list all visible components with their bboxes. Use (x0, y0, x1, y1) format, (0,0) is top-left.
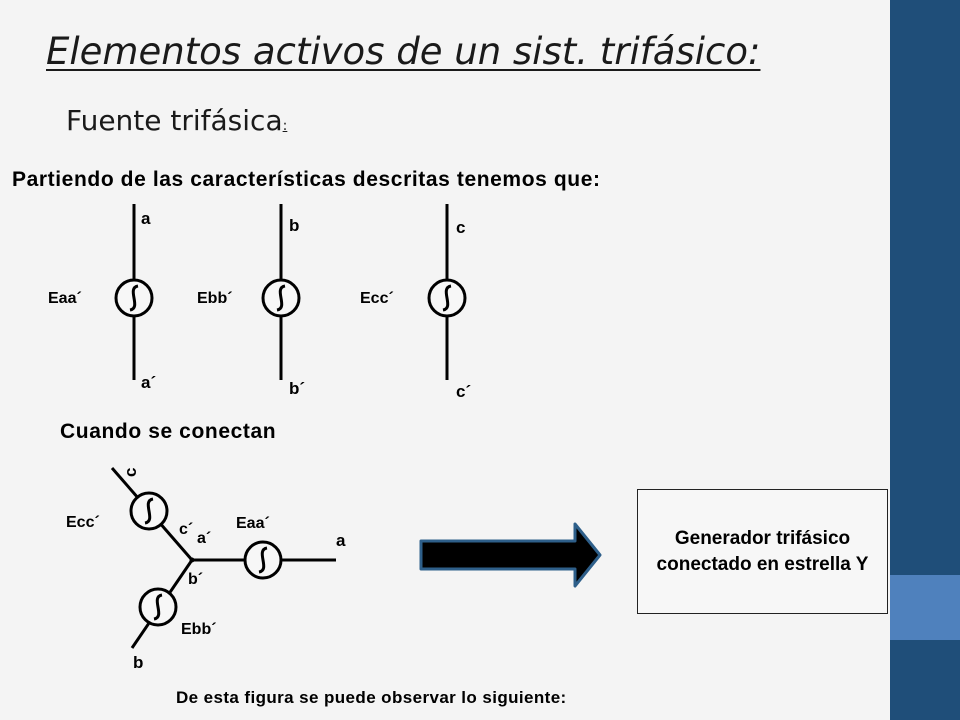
subtitle-text: Fuente trifásica (66, 104, 283, 137)
star-b-prime-label: b´ (188, 571, 203, 588)
star-ecc-label: Ecc´ (66, 514, 100, 531)
ac-source-icon (129, 491, 169, 531)
neutral-point (189, 557, 195, 563)
result-box-text: Generador trifásico conectado en estrell… (656, 527, 869, 575)
ac-source-icon (243, 540, 283, 580)
star-a-label: a (336, 531, 346, 550)
right-arrow-icon (419, 522, 602, 588)
section-heading: Cuando se conectan (60, 420, 277, 443)
source-a-emf-label: Eaa´ (48, 290, 82, 307)
ac-source-icon (114, 278, 154, 318)
intro-text: Partiendo de las características descrit… (12, 168, 601, 191)
source-a-top-label: a (141, 209, 151, 228)
star-connection: c Ecc´ c´ a´ Eaa´ a b´ Ebb´ b (66, 467, 346, 672)
source-a: a a´ Eaa´ (48, 204, 156, 392)
source-a-bottom-label: a´ (141, 373, 156, 392)
star-eaa-label: Eaa´ (236, 515, 270, 532)
ac-source-icon (261, 278, 301, 318)
result-box: Generador trifásico conectado en estrell… (637, 489, 888, 614)
footer-text: De esta figura se puede observar lo sigu… (176, 688, 567, 707)
star-c-label: c (121, 468, 140, 477)
source-b-emf-label: Ebb´ (197, 290, 233, 307)
source-c-top-label: c (456, 218, 465, 237)
source-c-emf-label: Ecc´ (360, 290, 394, 307)
star-b-label: b (133, 653, 143, 672)
source-b-top-label: b (289, 216, 299, 235)
ac-source-icon (427, 278, 467, 318)
source-b-bottom-label: b´ (289, 379, 305, 398)
sidebar-accent-block (890, 575, 960, 640)
source-c-bottom-label: c´ (456, 382, 471, 401)
source-c: c c´ Ecc´ (360, 204, 471, 401)
subtitle: Fuente trifásica: (66, 104, 287, 137)
star-ebb-label: Ebb´ (181, 621, 217, 638)
subtitle-colon: : (282, 118, 288, 134)
star-c-prime-label: c´ (179, 521, 193, 538)
source-b: b b´ Ebb´ (197, 204, 305, 398)
star-a-prime-label: a´ (197, 530, 211, 547)
page-title: Elementos activos de un sist. trifásico: (46, 30, 761, 73)
ac-source-icon (138, 587, 178, 627)
